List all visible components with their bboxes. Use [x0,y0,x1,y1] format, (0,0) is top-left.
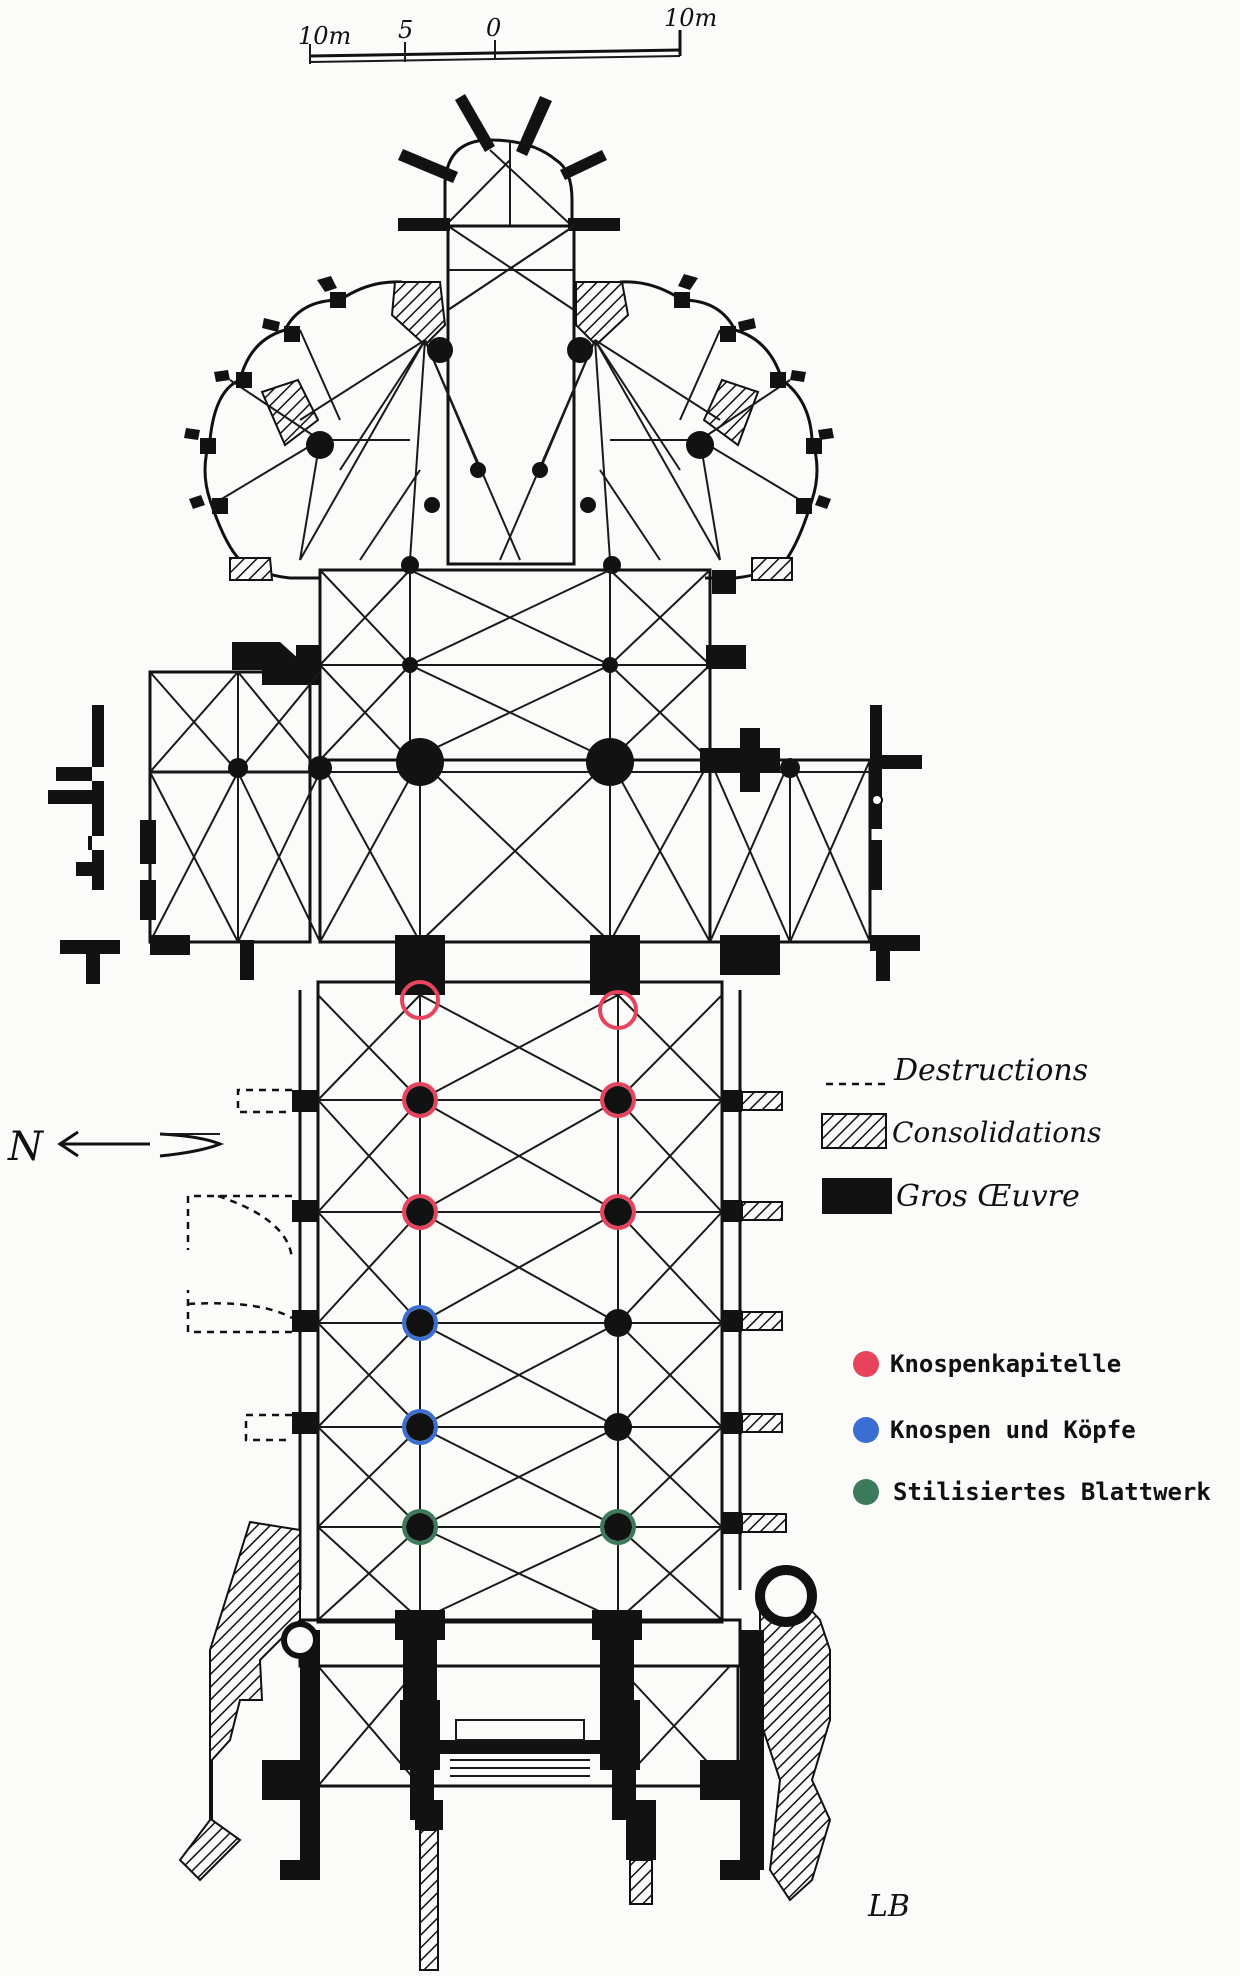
north-arrow: N [7,1124,225,1170]
signature: LB [867,1889,910,1924]
vault-rib [419,1099,619,1213]
vault-rib [617,1426,723,1528]
vault-rib [419,1526,619,1621]
capital-marker-red [600,1194,636,1230]
choir-apse [184,94,834,581]
vault-rib [617,1322,723,1428]
legend-gros-oeuvre-label: Gros Œuvre [896,1179,1080,1214]
capital-marker-red [402,1082,438,1118]
scale-label-left: 10m [298,22,351,50]
vault-rib [317,994,421,1101]
scale-bar: 10m 5 0 10m [298,4,717,64]
legend-consolidations-label: Consolidations [892,1116,1102,1149]
nave [186,980,787,1624]
capital-marker-red [400,980,440,1020]
vault-rib [617,1099,723,1213]
scale-label-five: 5 [398,16,413,44]
legend: Destructions Consolidations Gros Œuvre [821,1053,1102,1214]
vault-rib [317,1426,421,1528]
vault-rib [419,1322,619,1428]
capitals-legend-green-label: Stilisiertes Blattwerk [893,1478,1211,1506]
vault-rib [419,1211,619,1324]
legend-item-destructions: Destructions [826,1053,1088,1088]
scale-label-zero: 0 [486,14,501,42]
capital-marker-blue [402,1305,438,1341]
vault-rib [617,1211,723,1324]
capitals-legend-item-green: Stilisiertes Blattwerk [853,1478,1211,1506]
legend-item-consolidations: Consolidations [821,1113,1102,1149]
capital-marker-red [600,1082,636,1118]
vault-rib [317,1211,421,1324]
vault-rib [617,1526,723,1621]
nave-piers [400,980,638,1545]
capital-marker-red [598,990,638,1030]
scale-label-right: 10m [664,4,717,32]
capital-marker-green [402,1509,438,1545]
vault-rib [419,1426,619,1528]
north-label: N [7,1124,45,1170]
capitals-legend-item-red: Knospenkapitelle [853,1350,1121,1378]
vault-rib [317,1099,421,1213]
west-facade [178,1520,832,1971]
capital-marker-red [402,1194,438,1230]
capital-marker-blue [402,1409,438,1445]
capitals-legend: Knospenkapitelle Knospen und Köpfe Stili… [853,1350,1211,1506]
capital-marker-green [600,1509,636,1545]
capitals-legend-blue-label: Knospen und Köpfe [890,1416,1136,1444]
vault-rib [317,1526,421,1621]
capitals-legend-red-label: Knospenkapitelle [890,1350,1121,1378]
transept [48,670,922,995]
vault-rib [617,994,723,1101]
capitals-legend-item-blue: Knospen und Köpfe [853,1416,1136,1444]
vault-rib [419,994,619,1101]
legend-item-gros-oeuvre: Gros Œuvre [822,1178,1080,1214]
legend-destructions-label: Destructions [893,1053,1088,1088]
vault-rib [317,1322,421,1428]
